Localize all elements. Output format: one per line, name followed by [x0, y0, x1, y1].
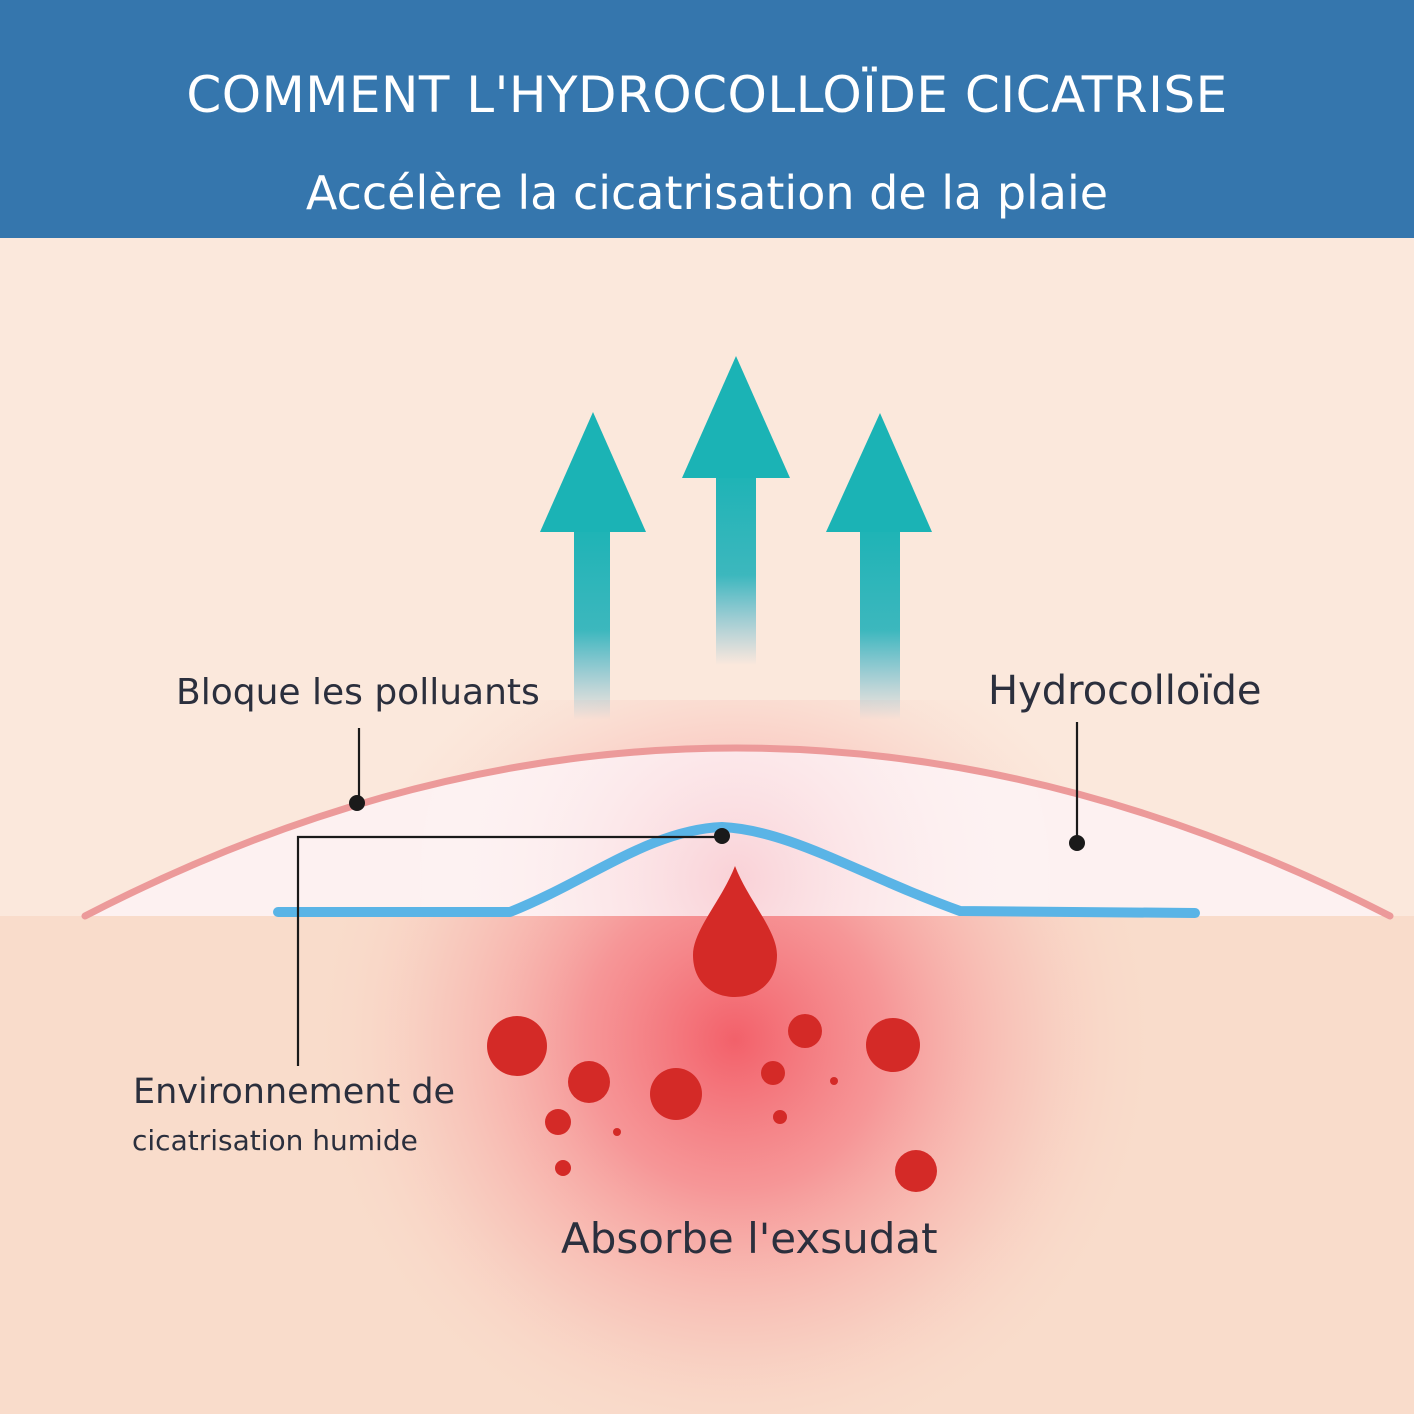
page-subtitle: Accélère la cicatrisation de la plaie	[305, 166, 1109, 220]
moist-layer	[273, 822, 1200, 918]
arrow-up-icon	[540, 412, 646, 720]
exudate-particles	[487, 1014, 937, 1192]
arrow-up-icon	[826, 413, 932, 720]
pointer-lines	[296, 722, 1079, 1066]
label-moist-environment-line2: cicatrisation humide	[132, 1124, 418, 1157]
label-hydrocolloid: Hydrocolloïde	[988, 668, 1262, 714]
arrow-up-icon	[682, 356, 790, 665]
label-blocks-pollutants: Bloque les polluants	[176, 672, 540, 713]
page-title: COMMENT L'HYDROCOLLOÏDE CICATRISE	[186, 66, 1228, 124]
blood-drop-icon	[693, 866, 777, 997]
header-banner: COMMENT L'HYDROCOLLOÏDE CICATRISE Accélè…	[0, 0, 1414, 238]
label-moist-environment: Environnement de	[133, 1072, 456, 1112]
dressing-outline	[81, 744, 1394, 920]
pointer-dots	[349, 795, 1085, 851]
label-absorbs-exudate: Absorbe l'exsudat	[561, 1214, 938, 1263]
